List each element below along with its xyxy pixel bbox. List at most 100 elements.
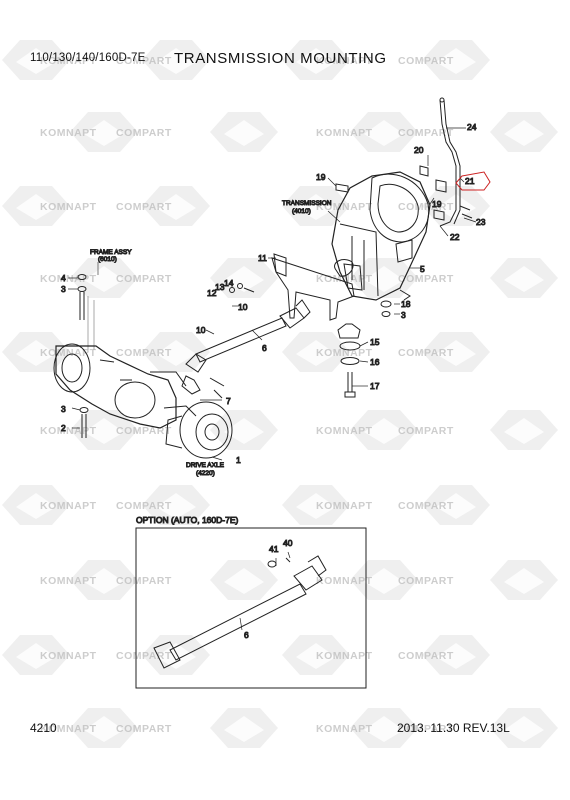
page-title: TRANSMISSION MOUNTING [174, 50, 387, 67]
watermark-diamond [296, 48, 336, 74]
watermark-diamond [296, 643, 336, 669]
label-7: 7 [226, 396, 231, 406]
watermark-text: KOMNAPT [316, 425, 373, 437]
label-3b: 3 [61, 404, 66, 414]
option-shaft [153, 555, 327, 669]
callout-frame-assy-code: (6010) [98, 256, 117, 263]
watermark-diamond [156, 493, 196, 519]
watermark-diamond [436, 493, 476, 519]
date-revision: 2013. 11.30 REV.13L [397, 721, 510, 735]
watermark-diamond [364, 716, 404, 742]
watermark-text: KOMNAPT [40, 273, 97, 285]
watermark-text: COMPART [116, 347, 172, 359]
watermark-diamond [436, 340, 476, 366]
watermark-diamond [156, 48, 196, 74]
engine-mount [337, 323, 361, 398]
label-23: 23 [476, 217, 486, 227]
propeller-shaft [181, 299, 311, 399]
watermark-text: COMPART [398, 500, 454, 512]
label-5: 5 [420, 264, 425, 274]
callout-drive-axle-code: (4220) [196, 470, 215, 477]
label-1: 1 [236, 455, 241, 465]
callout-transmission-code: (4010) [292, 208, 311, 215]
watermark-text: KOMNAPT [316, 650, 373, 662]
label-19b: 19 [432, 199, 442, 209]
label-2: 2 [61, 423, 66, 433]
label-17: 17 [370, 381, 380, 391]
watermark-text: KOMNAPT [40, 723, 97, 735]
axle-bolts [79, 407, 89, 438]
drive-axle [53, 343, 233, 459]
watermark-text: COMPART [116, 55, 172, 67]
label-41: 41 [269, 544, 279, 554]
watermark-diamond [16, 194, 56, 220]
watermark-diamond [84, 716, 124, 742]
watermark-text: COMPART [398, 347, 454, 359]
watermark-text: KOMNAPT [40, 127, 97, 139]
watermark-diamond [436, 48, 476, 74]
watermark-text: COMPART [398, 201, 454, 213]
label-20: 20 [414, 145, 424, 155]
watermark-text: COMPART [116, 273, 172, 285]
watermark-diamond [224, 716, 264, 742]
part-labels: 24 20 21 19 19 23 22 5 11 18 3 15 16 17 … [61, 122, 487, 641]
watermark-text: COMPART [116, 723, 172, 735]
page-number: 4210 [30, 721, 57, 735]
leader-lines [68, 127, 477, 631]
watermark-diamond [156, 194, 196, 220]
watermark-text: COMPART [116, 500, 172, 512]
watermark-diamond [504, 716, 544, 742]
option-box [135, 527, 367, 689]
label-18: 18 [401, 299, 411, 309]
watermark-diamond [84, 120, 124, 146]
watermark-text: COMPART [116, 127, 172, 139]
label-3a: 3 [61, 284, 66, 294]
watermark-diamond [364, 568, 404, 594]
watermark-text: KOMNAPT [316, 500, 373, 512]
callout-option: OPTION (AUTO, 160D-7E) [136, 515, 239, 525]
bolt-19-top [335, 183, 349, 193]
label-40: 40 [283, 538, 293, 548]
watermark-text: COMPART [116, 650, 172, 662]
watermark-text: KOMNAPT [40, 55, 97, 67]
watermark-diamond [224, 120, 264, 146]
label-10b: 10 [196, 325, 206, 335]
callout-21-marker [455, 171, 491, 191]
watermark-diamond [364, 266, 404, 292]
label-14: 14 [224, 278, 234, 288]
watermark-text: KOMNAPT [40, 575, 97, 587]
callout-transmission: TRANSMISSION [282, 200, 332, 207]
watermark-text: COMPART [116, 575, 172, 587]
watermark-text: COMPART [398, 723, 454, 735]
watermark-diamond [364, 120, 404, 146]
watermark-text: COMPART [398, 55, 454, 67]
watermark-diamond [504, 418, 544, 444]
watermark-text: COMPART [398, 425, 454, 437]
frame-bracket [271, 253, 355, 321]
watermark-diamond [224, 266, 264, 292]
label-6b: 6 [244, 630, 249, 640]
watermark-diamond [504, 266, 544, 292]
callout-frame-assy: FRAME ASSY [90, 249, 132, 256]
watermark-grid: KOMNAPT COMPART KOMNAPT COMPART KOMNAPT COMPA… [2, 40, 558, 748]
watermark-text: KOMNAPT [316, 201, 373, 213]
watermark-diamond [224, 568, 264, 594]
label-19a: 19 [316, 172, 326, 182]
watermark-diamond [84, 266, 124, 292]
watermark-text: COMPART [398, 650, 454, 662]
label-3c: 3 [401, 310, 406, 320]
watermark-text: KOMNAPT [316, 575, 373, 587]
watermark-text: COMPART [398, 273, 454, 285]
label-16: 16 [370, 357, 380, 367]
model-number: 110/130/140/160D-7E [30, 52, 146, 64]
bolts-12-14 [229, 283, 255, 293]
watermark-diamond [84, 418, 124, 444]
watermark-diamond [296, 194, 336, 220]
watermark-diamond [156, 340, 196, 366]
label-6: 6 [262, 343, 267, 353]
breather-hose [433, 97, 473, 227]
watermark-diamond [16, 493, 56, 519]
watermark-diamond [436, 643, 476, 669]
